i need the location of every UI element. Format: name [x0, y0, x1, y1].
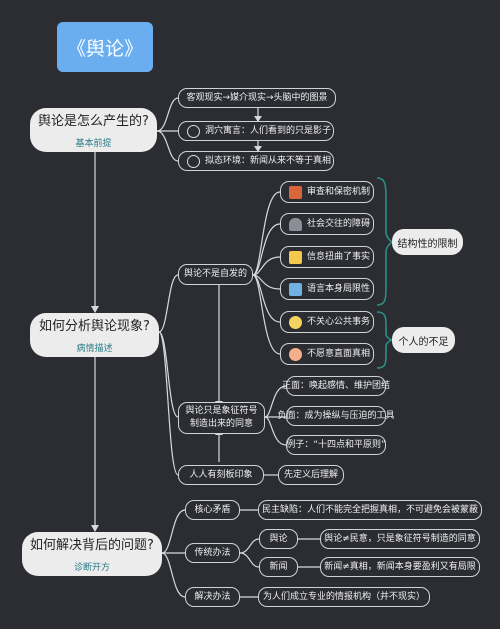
- limit-item[interactable]: 语言本身局限性: [280, 278, 374, 300]
- personal-item[interactable]: 不关心公共事务: [280, 311, 374, 333]
- personal-item[interactable]: 不愿意直面真相: [280, 343, 374, 365]
- news-item[interactable]: 新闻≠真相，新闻本身要盈利又有局限: [320, 557, 480, 577]
- limit-label: 审查和保密机制: [307, 186, 371, 197]
- main-title: 舆论是怎么产生的?: [38, 113, 149, 129]
- limit-item[interactable]: 信息扭曲了事实: [280, 246, 374, 268]
- traditional-method-node[interactable]: 传统办法: [185, 543, 240, 563]
- stereotype-node[interactable]: 人人有刻板印象: [178, 465, 264, 485]
- symbol-consent-line: 制造出来的同意: [189, 419, 253, 429]
- limit-label: 社会交往的障碍: [307, 218, 371, 229]
- symbol-item[interactable]: 正面：唤起感情、维护团结: [282, 376, 390, 396]
- origin-item-label: 拟态环境：新闻从来不等于真相: [205, 155, 332, 166]
- core-contradiction-item[interactable]: 民主缺陷：人们不能完全把握真相，不可避免会被蒙蔽: [258, 500, 482, 520]
- main-title: 如何分析舆论现象?: [39, 318, 150, 334]
- origin-item[interactable]: 洞穴寓言：人们看到的只是影子: [178, 121, 334, 141]
- personal-label: 不关心公共事务: [307, 316, 371, 327]
- map-title: 《舆论》: [57, 22, 153, 72]
- people-icon: [289, 217, 302, 231]
- not-spontaneous-node[interactable]: 舆论不是自发的: [178, 264, 253, 285]
- origin-item[interactable]: 拟态环境：新闻从来不等于真相: [178, 151, 334, 171]
- limit-label: 语言本身局限性: [307, 283, 371, 294]
- main-subtitle: 基本前提: [75, 138, 112, 149]
- main-title: 如何解决背后的问题?: [30, 537, 154, 553]
- face-icon: [187, 154, 200, 168]
- solution-method-item[interactable]: 为人们成立专业的情报机构（并不现实）: [258, 587, 430, 607]
- face-icon: [289, 315, 302, 329]
- stereotype-item[interactable]: 先定义后理解: [278, 465, 344, 485]
- main-node-origin[interactable]: 舆论是怎么产生的? 基本前提: [30, 108, 157, 152]
- personal-shortcomings-label: 个人的不足: [392, 327, 455, 353]
- limit-label: 信息扭曲了事实: [307, 251, 371, 262]
- symbol-item[interactable]: 例子：“十四点和平原则”: [286, 435, 386, 455]
- origin-item-label: 洞穴寓言：人们看到的只是影子: [205, 125, 332, 136]
- main-node-analysis[interactable]: 如何分析舆论现象? 病情描述: [30, 313, 159, 357]
- main-node-solution[interactable]: 如何解决背后的问题? 诊断开方: [22, 532, 162, 576]
- origin-item[interactable]: 客观现实→媒介现实→头脑中的图景: [178, 88, 336, 108]
- face-icon: [289, 347, 302, 361]
- solution-method-node[interactable]: 解决办法: [185, 587, 240, 607]
- symbol-item[interactable]: 负面：成为操纵与压迫的工具: [278, 406, 395, 426]
- document-icon: [289, 185, 302, 199]
- main-subtitle: 诊断开方: [73, 562, 110, 573]
- symbol-consent-line: 舆论只是象征符号: [185, 406, 258, 416]
- main-subtitle: 病情描述: [76, 343, 113, 354]
- limit-item[interactable]: 社会交往的障碍: [280, 213, 374, 235]
- opinion-item[interactable]: 舆论≠民意，只是象征符号制造的同意: [320, 529, 480, 549]
- envelope-icon: [289, 250, 302, 264]
- opinion-node[interactable]: 舆论: [259, 529, 298, 549]
- symbol-consent-node[interactable]: 舆论只是象征符号 制造出来的同意: [178, 402, 265, 434]
- language-icon: [289, 282, 302, 296]
- core-contradiction-node[interactable]: 核心矛盾: [185, 500, 240, 520]
- limit-item[interactable]: 审查和保密机制: [280, 181, 374, 203]
- structural-limits-label: 结构性的限制: [392, 229, 463, 255]
- personal-label: 不愿意直面真相: [307, 348, 371, 359]
- face-icon: [187, 124, 200, 138]
- news-node[interactable]: 新闻: [259, 557, 298, 577]
